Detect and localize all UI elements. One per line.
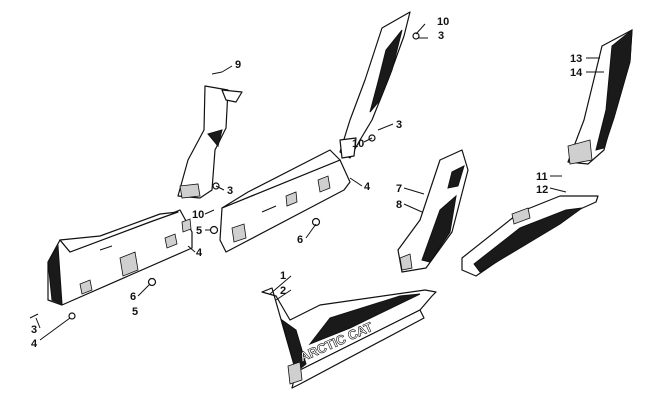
middle-lower-panel <box>219 149 351 253</box>
callout-3: 3 <box>438 30 444 42</box>
nut <box>68 312 76 320</box>
callout-13: 13 <box>570 53 582 65</box>
callout-8: 8 <box>396 199 402 211</box>
nut <box>412 32 420 40</box>
callout-10: 10 <box>352 138 364 150</box>
middle-upper-bracket <box>339 11 411 159</box>
callout-5: 5 <box>132 306 138 318</box>
callout-6: 6 <box>130 291 136 303</box>
left-upper-bracket <box>177 85 243 199</box>
top-right-decal-panel <box>567 28 633 165</box>
nut <box>147 277 157 287</box>
callout-12: 12 <box>536 184 548 196</box>
callout-10: 10 <box>192 209 204 221</box>
left-lower-panel <box>47 209 193 306</box>
callout-4: 4 <box>196 247 203 259</box>
callout-3: 3 <box>31 324 37 336</box>
leader-lines <box>35 23 604 341</box>
callout-4: 4 <box>364 181 371 193</box>
screw <box>211 71 223 75</box>
callout-3: 3 <box>396 119 402 131</box>
callout-14: 14 <box>570 67 583 79</box>
callout-6: 6 <box>297 234 303 246</box>
callout-10: 10 <box>437 16 449 28</box>
screw <box>29 313 39 319</box>
callout-9: 9 <box>235 59 241 71</box>
callouts: 9 10 3 3 10 4 3 10 5 6 4 6 5 3 4 1 2 7 8… <box>31 16 583 350</box>
lower-right-panel <box>461 195 599 277</box>
callout-3: 3 <box>227 185 233 197</box>
front-logo-panel: ARCTIC CAT <box>261 287 437 389</box>
nut <box>209 225 219 235</box>
right-side-panel <box>397 149 469 273</box>
hardware <box>29 32 420 320</box>
nut <box>311 217 321 227</box>
callout-2: 2 <box>280 285 286 297</box>
callout-1: 1 <box>280 270 286 282</box>
callout-7: 7 <box>396 183 402 195</box>
callout-5: 5 <box>196 225 202 237</box>
callout-11: 11 <box>536 171 548 183</box>
callout-4: 4 <box>31 338 38 350</box>
